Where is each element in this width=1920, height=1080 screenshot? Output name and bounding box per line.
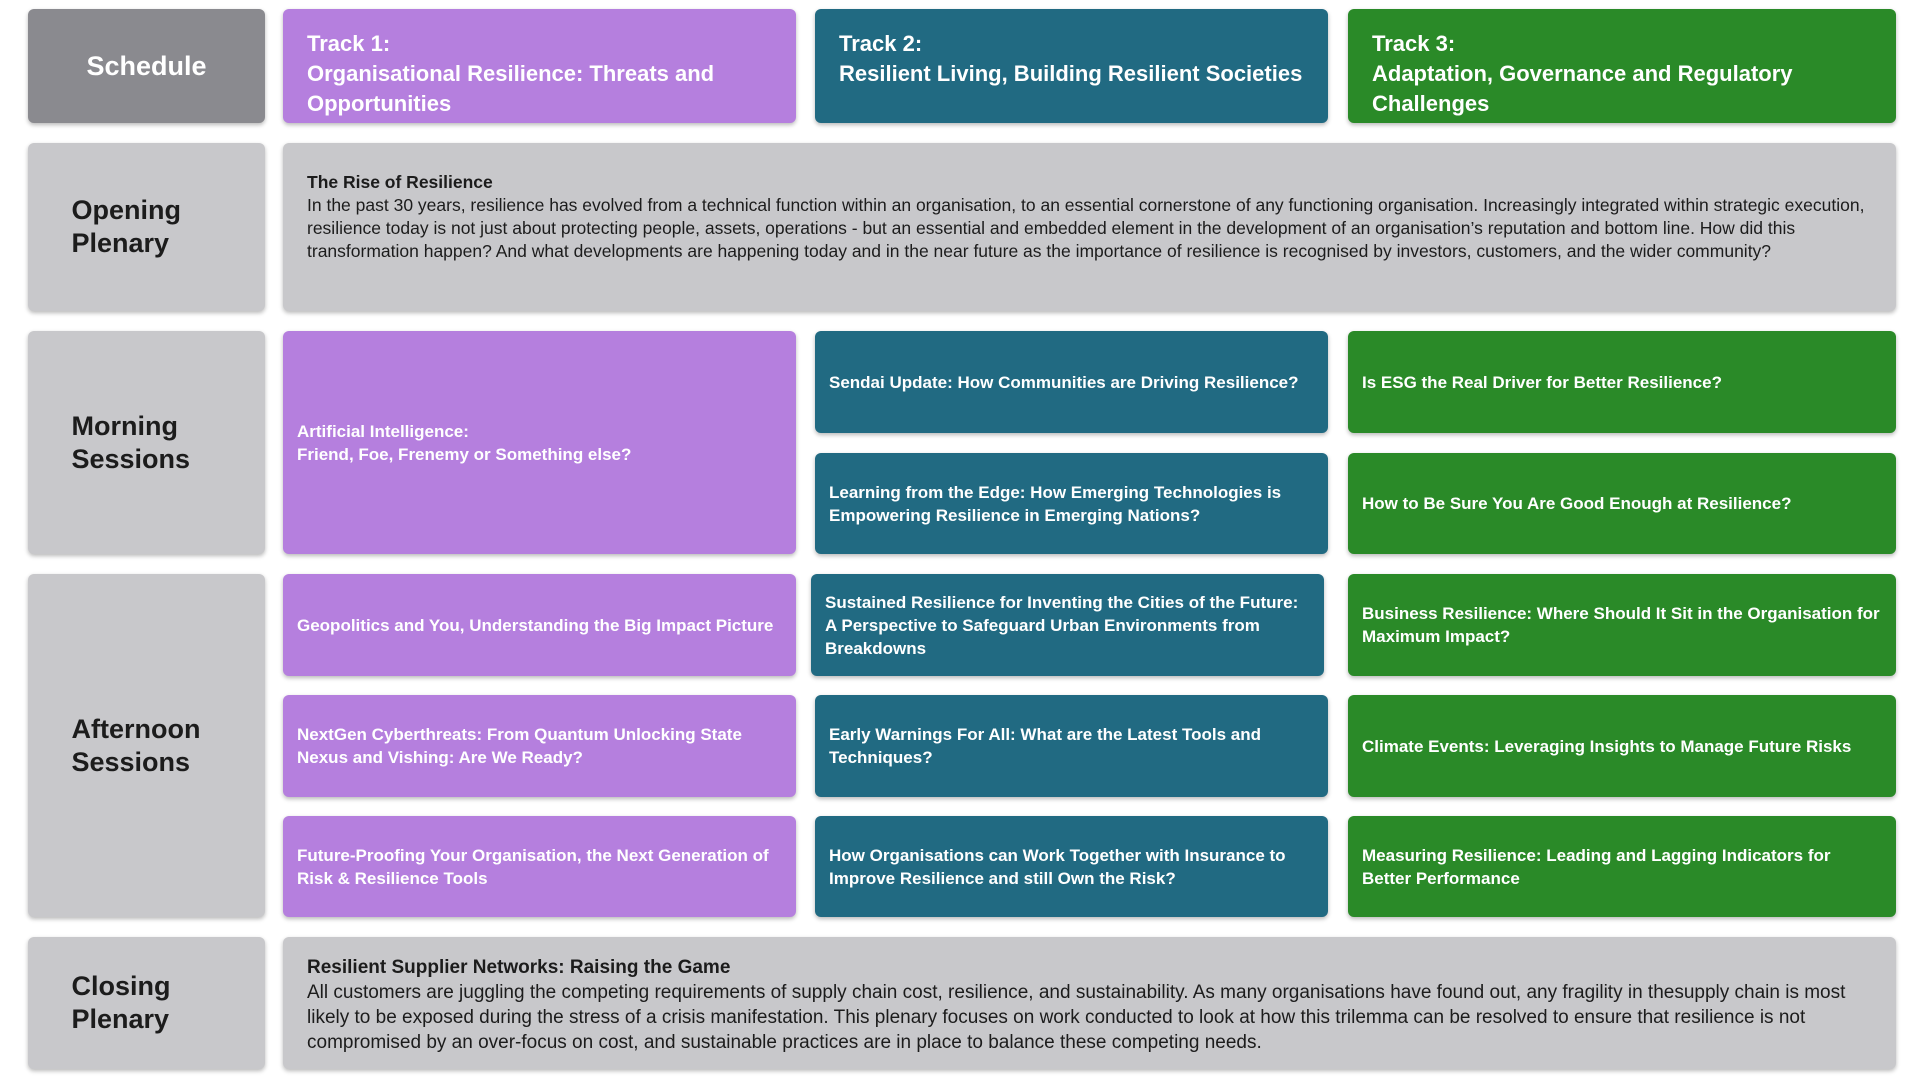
morning-track-1-session: Artificial Intelligence: Friend, Foe, Fr… bbox=[283, 331, 796, 554]
afternoon-track-3-session-2: Climate Events: Leveraging Insights to M… bbox=[1348, 695, 1896, 797]
morning-track-3-session-1: Is ESG the Real Driver for Better Resili… bbox=[1348, 331, 1896, 433]
row-label-closing-plenary: Closing Plenary bbox=[28, 937, 265, 1069]
morning-track-3-session-2: How to Be Sure You Are Good Enough at Re… bbox=[1348, 453, 1896, 554]
schedule-header: Schedule bbox=[28, 9, 265, 123]
track-2-title: Resilient Living, Building Resilient Soc… bbox=[839, 61, 1303, 86]
track-3-title: Adaptation, Governance and Regulatory Ch… bbox=[1372, 61, 1793, 116]
afternoon-track-2-session-3: How Organisations can Work Together with… bbox=[815, 816, 1328, 917]
closing-plenary-description: All customers are juggling the competing… bbox=[307, 982, 1846, 1053]
afternoon-track-1-session-1: Geopolitics and You, Understanding the B… bbox=[283, 574, 796, 676]
morning-track-2-session-2: Learning from the Edge: How Emerging Tec… bbox=[815, 453, 1328, 554]
row-label-morning-sessions: Morning Sessions bbox=[28, 331, 265, 554]
afternoon-track-1-session-3: Future-Proofing Your Organisation, the N… bbox=[283, 816, 796, 917]
track-3-number: Track 3: bbox=[1372, 31, 1456, 56]
opening-plenary-session: The Rise of Resilience In the past 30 ye… bbox=[283, 143, 1896, 311]
track-2-header: Track 2: Resilient Living, Building Resi… bbox=[815, 9, 1328, 123]
track-1-title: Organisational Resilience: Threats and O… bbox=[307, 61, 715, 116]
afternoon-track-3-session-3: Measuring Resilience: Leading and Laggin… bbox=[1348, 816, 1896, 917]
track-3-header: Track 3: Adaptation, Governance and Regu… bbox=[1348, 9, 1896, 123]
track-2-number: Track 2: bbox=[839, 31, 923, 56]
opening-plenary-description: In the past 30 years, resilience has evo… bbox=[307, 195, 1865, 261]
morning-track-2-session-1: Sendai Update: How Communities are Drivi… bbox=[815, 331, 1328, 433]
schedule-label: Schedule bbox=[86, 50, 207, 81]
afternoon-track-3-session-1: Business Resilience: Where Should It Sit… bbox=[1348, 574, 1896, 676]
row-label-opening-plenary: Opening Plenary bbox=[28, 143, 265, 311]
track-1-number: Track 1: bbox=[307, 31, 391, 56]
afternoon-track-2-session-1: Sustained Resilience for Inventing the C… bbox=[811, 574, 1324, 676]
closing-plenary-title: Resilient Supplier Networks: Raising the… bbox=[307, 957, 731, 978]
afternoon-track-1-session-2: NextGen Cyberthreats: From Quantum Unloc… bbox=[283, 695, 796, 797]
row-label-afternoon-sessions: Afternoon Sessions bbox=[28, 574, 265, 917]
closing-plenary-session: Resilient Supplier Networks: Raising the… bbox=[283, 937, 1896, 1069]
afternoon-track-2-session-2: Early Warnings For All: What are the Lat… bbox=[815, 695, 1328, 797]
track-1-header: Track 1: Organisational Resilience: Thre… bbox=[283, 9, 796, 123]
opening-plenary-title: The Rise of Resilience bbox=[307, 172, 493, 192]
